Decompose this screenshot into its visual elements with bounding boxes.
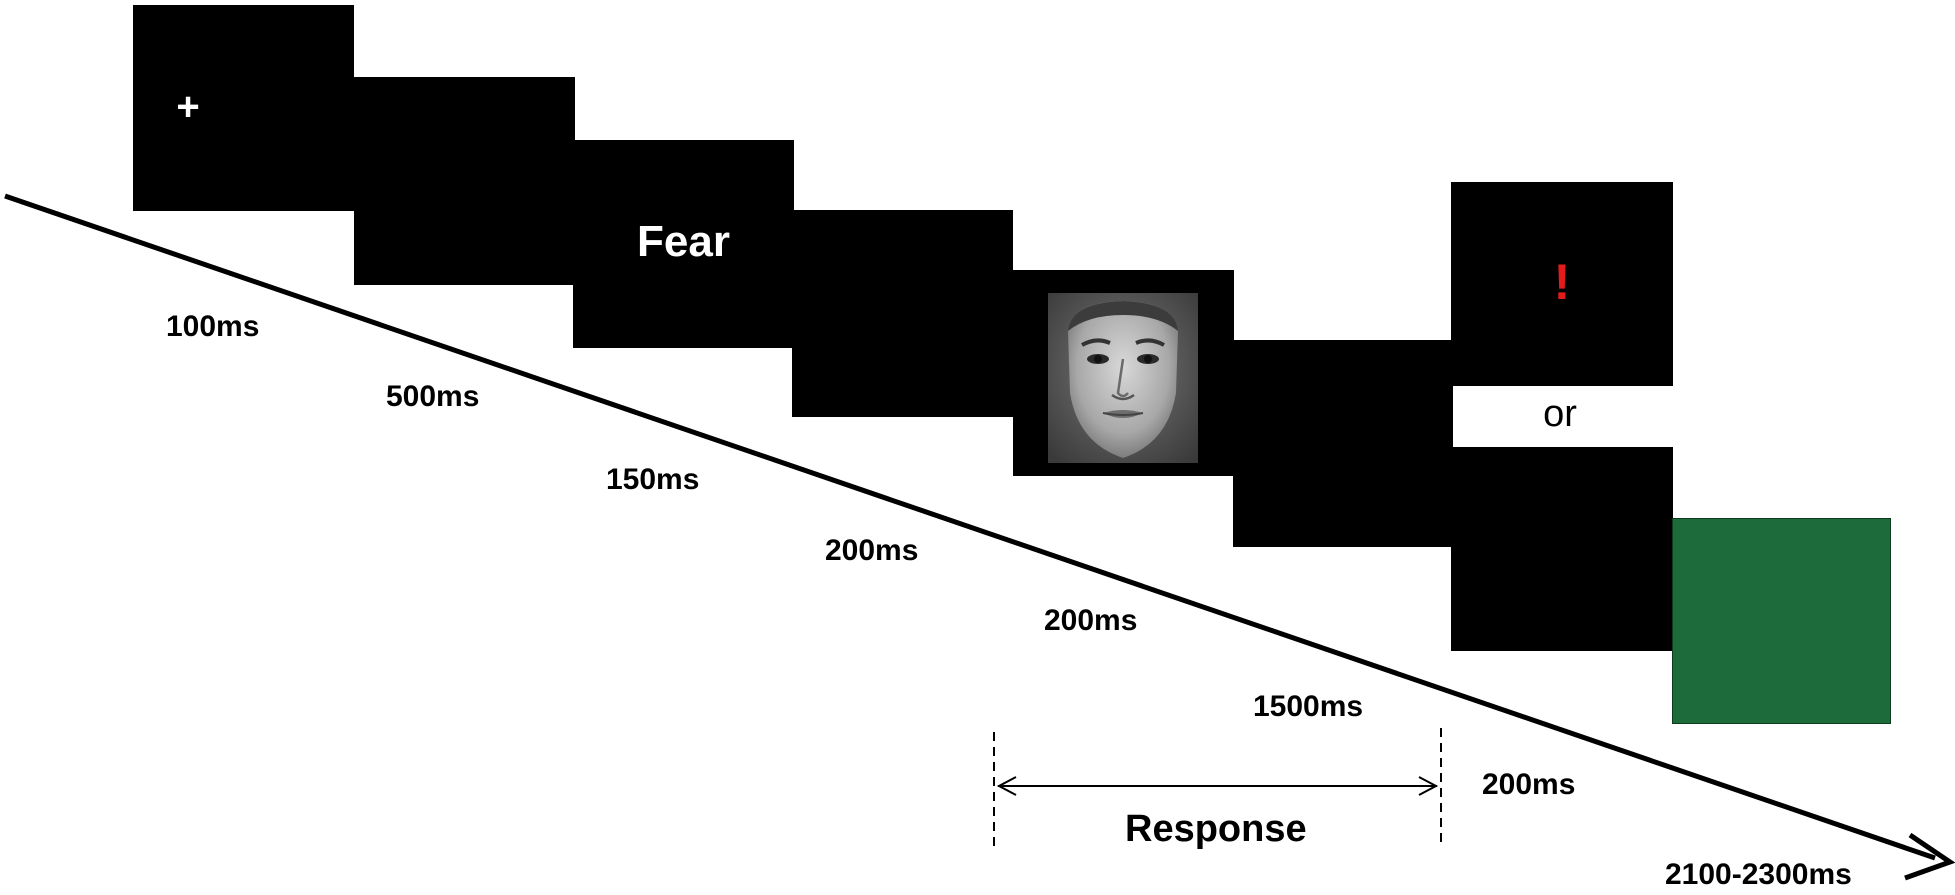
timeline-arrowhead-icon [1904, 832, 1955, 881]
frame-green [1672, 518, 1891, 724]
frame-face [1013, 270, 1234, 476]
duration-label: 500ms [386, 380, 480, 413]
response-left-arrowhead-icon [996, 776, 1017, 796]
timeline-arrow [4, 193, 1955, 881]
duration-label: 2100-2300ms [1665, 858, 1852, 891]
duration-label: 100ms [166, 310, 260, 343]
frame-blank-3 [1233, 340, 1453, 547]
face-photo-icon [1048, 293, 1198, 463]
duration-label: 200ms [1482, 768, 1576, 801]
response-bracket [993, 728, 1442, 848]
response-label: Response [1125, 808, 1307, 850]
frame-feedback-alert: ! [1451, 182, 1673, 386]
or-label: or [1543, 393, 1577, 435]
frame-fixation: + [133, 5, 354, 211]
frame-blank-1 [354, 77, 575, 285]
fixation-cross: + [176, 85, 200, 129]
frame-blank-2 [792, 210, 1013, 417]
frame-feedback-blank [1451, 447, 1673, 651]
duration-label: 150ms [606, 463, 700, 496]
cue-word: Fear [637, 217, 730, 266]
duration-label: 1500ms [1253, 690, 1364, 723]
alert-exclamation: ! [1553, 254, 1571, 310]
response-right-arrowhead-icon [1418, 776, 1439, 796]
timeline-line [4, 193, 1936, 861]
duration-label: 200ms [825, 534, 919, 567]
frame-cue: Fear [573, 140, 794, 348]
duration-label: 200ms [1044, 604, 1138, 637]
